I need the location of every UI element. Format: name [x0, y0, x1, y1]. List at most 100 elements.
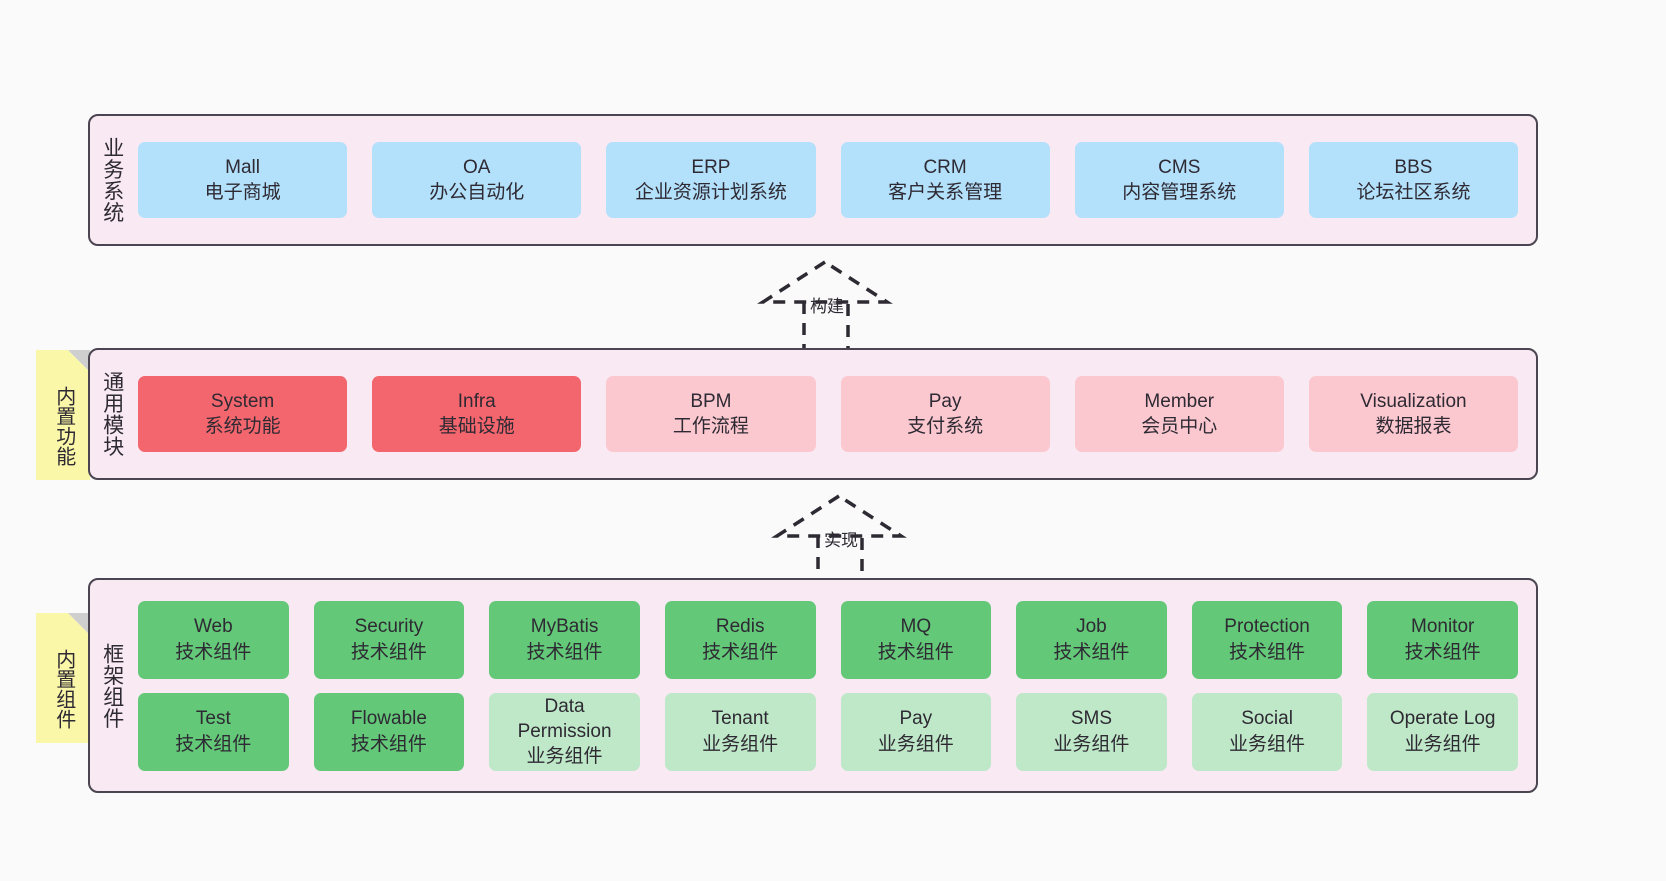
card-row: Web 技术组件 Security 技术组件 MyBatis 技术组件 Redi…	[138, 600, 1518, 679]
card-subtitle: 业务组件	[1404, 733, 1481, 755]
card-subtitle: 会员中心	[1141, 416, 1218, 437]
card-visualization[interactable]: Visualization 数据报表	[1308, 376, 1519, 452]
card-subtitle: 技术组件	[350, 641, 427, 663]
card-subtitle: 技术组件	[1404, 641, 1481, 663]
note-builtin-function: 内置功能	[36, 350, 90, 480]
card-subtitle: 企业资源计划系统	[634, 182, 787, 203]
card-subtitle: 技术组件	[526, 641, 603, 663]
layer-title-framework-component: 框架组件	[100, 642, 124, 729]
card-pay-module[interactable]: Pay 支付系统	[840, 376, 1050, 452]
card-bpm[interactable]: BPM 工作流程	[606, 376, 816, 452]
card-subtitle: 技术组件	[877, 641, 954, 663]
card-title: System	[210, 390, 275, 412]
card-title: Redis	[715, 616, 765, 638]
card-monitor[interactable]: Monitor 技术组件	[1367, 600, 1518, 679]
card-title: MQ	[900, 616, 932, 638]
card-subtitle: 支付系统	[907, 416, 984, 437]
card-subtitle: 技术组件	[175, 733, 252, 755]
card-crm[interactable]: CRM 客户关系管理	[840, 142, 1050, 218]
card-web[interactable]: Web 技术组件	[138, 600, 289, 679]
card-title: SMS	[1070, 708, 1113, 730]
card-subtitle: 基础设施	[438, 416, 515, 437]
card-mybatis[interactable]: MyBatis 技术组件	[489, 600, 640, 679]
card-title: Member	[1144, 390, 1215, 412]
card-subtitle: 技术组件	[175, 641, 252, 663]
card-data-permission[interactable]: Data Permission 业务组件	[489, 692, 640, 771]
layer-title-business-system: 业务系统	[100, 137, 124, 223]
card-title: MyBatis	[530, 616, 599, 638]
card-row: Mall 电子商城 OA 办公自动化 ERP 企业资源计划系统 CRM 客户关系…	[138, 142, 1519, 218]
card-subtitle: 技术组件	[350, 733, 427, 755]
card-redis[interactable]: Redis 技术组件	[664, 600, 816, 679]
card-job[interactable]: Job 技术组件	[1016, 600, 1167, 679]
card-title: Tenant	[711, 708, 769, 730]
card-title: Mall	[225, 156, 260, 178]
card-sms[interactable]: SMS 业务组件	[1016, 692, 1167, 771]
card-subtitle: 技术组件	[1053, 641, 1130, 663]
note-builtin-function-label: 内置功能	[52, 386, 75, 466]
card-cms[interactable]: CMS 内容管理系统	[1074, 142, 1284, 218]
card-security[interactable]: Security 技术组件	[313, 600, 465, 679]
layer-framework-component: 框架组件 Web 技术组件 Security 技术组件 MyBatis 技术组件…	[88, 578, 1538, 793]
card-protection[interactable]: Protection 技术组件	[1191, 600, 1343, 679]
connector-implement: 实现	[770, 486, 920, 586]
card-bbs[interactable]: BBS 论坛社区系统	[1308, 142, 1519, 218]
card-tenant[interactable]: Tenant 业务组件	[664, 692, 816, 771]
card-infra[interactable]: Infra 基础设施	[372, 376, 582, 452]
card-erp[interactable]: ERP 企业资源计划系统	[606, 142, 816, 218]
card-test[interactable]: Test 技术组件	[138, 692, 289, 771]
note-builtin-component: 内置组件	[36, 613, 90, 743]
card-title: BPM	[690, 390, 732, 412]
card-subtitle: 系统功能	[204, 416, 281, 437]
card-title: BBS	[1394, 156, 1433, 178]
card-title: Visualization	[1360, 390, 1467, 412]
card-title: Protection	[1224, 616, 1310, 638]
card-subtitle: 办公自动化	[429, 182, 525, 203]
card-subtitle: 业务组件	[1053, 733, 1130, 755]
layer-common-module: 通用模块 System 系统功能 Infra 基础设施 BPM 工作流程 Pay…	[88, 348, 1538, 480]
card-title: Infra	[457, 390, 496, 412]
card-subtitle: 技术组件	[702, 641, 779, 663]
card-operate-log[interactable]: Operate Log 业务组件	[1367, 692, 1518, 771]
layer-cards-common-module: System 系统功能 Infra 基础设施 BPM 工作流程 Pay 支付系统…	[134, 350, 1536, 478]
card-flowable[interactable]: Flowable 技术组件	[313, 692, 465, 771]
card-title: Pay	[899, 708, 933, 730]
card-subtitle: 业务组件	[702, 733, 779, 755]
card-row: System 系统功能 Infra 基础设施 BPM 工作流程 Pay 支付系统…	[138, 376, 1519, 452]
card-title: Monitor	[1411, 616, 1475, 638]
card-title: ERP	[691, 156, 731, 178]
card-title: CRM	[923, 156, 967, 178]
note-builtin-component-label: 内置组件	[52, 649, 75, 729]
card-subtitle: 业务组件	[877, 733, 954, 755]
card-title: OA	[463, 156, 491, 178]
layer-cards-business-system: Mall 电子商城 OA 办公自动化 ERP 企业资源计划系统 CRM 客户关系…	[134, 116, 1536, 244]
card-oa[interactable]: OA 办公自动化	[372, 142, 582, 218]
card-subtitle: 客户关系管理	[888, 182, 1003, 203]
card-title: Test	[195, 708, 231, 730]
card-mq[interactable]: MQ 技术组件	[840, 600, 992, 679]
card-pay-component[interactable]: Pay 业务组件	[840, 692, 992, 771]
card-social[interactable]: Social 业务组件	[1191, 692, 1343, 771]
card-title: Data Permission	[517, 695, 612, 742]
card-title: Web	[193, 616, 233, 638]
connector-build-label: 构建	[810, 297, 844, 316]
card-mall[interactable]: Mall 电子商城	[138, 142, 348, 218]
card-system[interactable]: System 系统功能	[138, 376, 348, 452]
connector-build-arrow-icon	[757, 259, 893, 352]
card-subtitle: 业务组件	[526, 746, 603, 768]
layer-cards-framework-component: Web 技术组件 Security 技术组件 MyBatis 技术组件 Redi…	[134, 580, 1536, 791]
card-subtitle: 数据报表	[1375, 416, 1452, 437]
card-title: Security	[354, 616, 424, 638]
card-subtitle: 电子商城	[204, 182, 281, 203]
card-title: Operate Log	[1389, 708, 1496, 730]
card-subtitle: 业务组件	[1229, 733, 1306, 755]
card-subtitle: 论坛社区系统	[1356, 182, 1471, 203]
connector-implement-arrow-icon	[771, 493, 907, 586]
card-subtitle: 内容管理系统	[1122, 182, 1237, 203]
connector-implement-label: 实现	[824, 531, 858, 550]
card-title: Pay	[928, 390, 962, 412]
card-member[interactable]: Member 会员中心	[1074, 376, 1284, 452]
card-title: Job	[1076, 616, 1107, 638]
card-title: Social	[1241, 708, 1293, 730]
card-title: Flowable	[350, 708, 427, 730]
